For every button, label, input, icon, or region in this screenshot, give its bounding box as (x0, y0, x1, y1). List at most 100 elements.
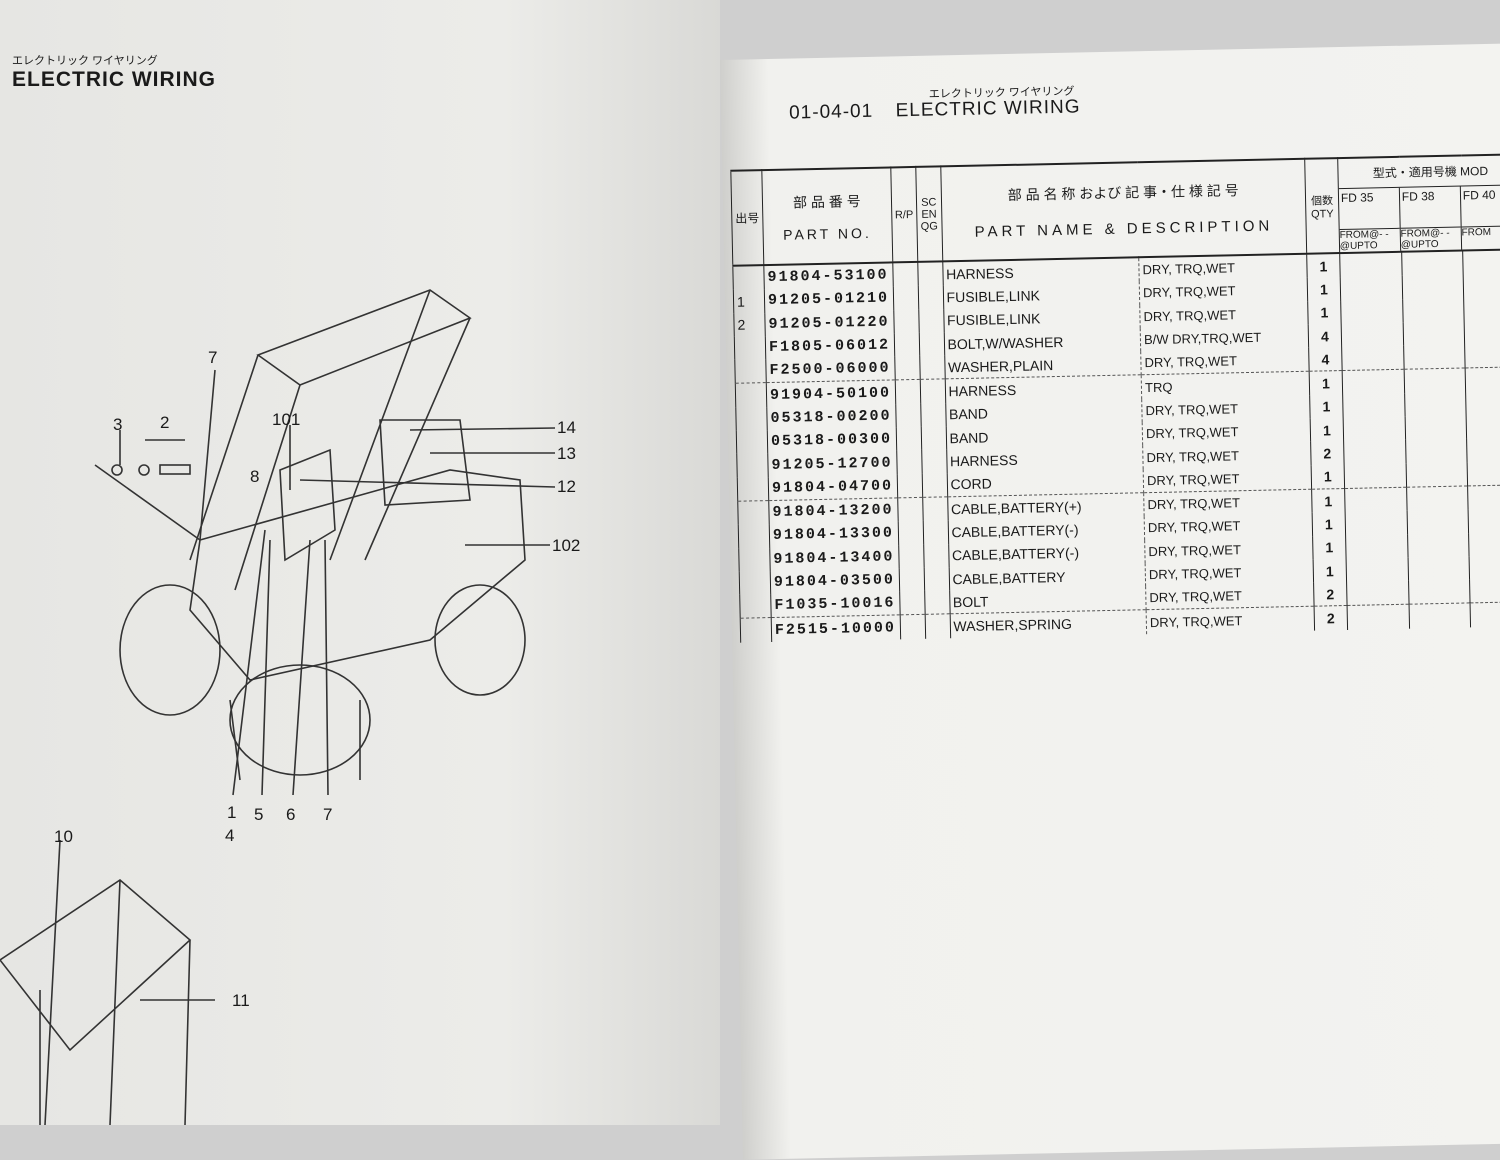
seng-cell (924, 567, 950, 591)
callout-5: 5 (254, 805, 264, 824)
rsc-cell (896, 473, 923, 498)
model-cell (1470, 602, 1500, 628)
quantity: 1 (1312, 512, 1346, 537)
description: DRY, TRQ,WET (1139, 301, 1309, 329)
part-name: WASHER,SPRING (949, 610, 1147, 639)
seng-cell (924, 590, 950, 615)
model-cell (1463, 296, 1500, 322)
rsc-header: R/P (890, 166, 918, 263)
part-number: 91205-01210 (764, 286, 894, 313)
rsc-cell (895, 426, 922, 451)
rsc-cell (898, 544, 925, 569)
model-cell (1344, 510, 1408, 536)
quantity: 4 (1308, 323, 1342, 348)
section-code: 01-04-01 (788, 100, 874, 124)
rsc-cell (899, 614, 926, 640)
callout-6: 6 (286, 805, 296, 824)
model-cell (1403, 344, 1466, 370)
quantity: 1 (1313, 558, 1347, 583)
ref-cell (732, 265, 765, 291)
seng-cell (922, 496, 948, 522)
seng-cell (918, 308, 944, 333)
model-cell (1401, 250, 1464, 277)
part-number: 91804-13400 (769, 544, 899, 571)
quantity: 1 (1307, 300, 1341, 325)
rsc-cell (897, 497, 924, 522)
part-number: 91804-13300 (769, 521, 899, 548)
model-cell (1404, 392, 1467, 417)
model-cell (1463, 273, 1500, 299)
callout-10: 10 (54, 827, 73, 846)
description: DRY, TRQ,WET (1145, 559, 1314, 587)
callout-1: 1 (227, 803, 237, 822)
title-en: ELECTRIC WIRING (12, 68, 216, 91)
description: DRY, TRQ,WET (1139, 278, 1308, 305)
ref-cell (738, 524, 770, 549)
callout-12: 12 (557, 477, 576, 496)
callout-7b: 7 (323, 805, 333, 824)
rsc-cell (892, 261, 919, 287)
ref-cell (736, 453, 769, 478)
model-cell (1403, 368, 1466, 394)
description: DRY, TRQ,WET (1144, 512, 1313, 540)
part-number: 91205-12700 (767, 450, 897, 477)
quantity: 1 (1307, 277, 1341, 302)
part-name-header: 部 品 名 称 および 記 事・仕 様 記 号 PART NAME & DESCR… (940, 158, 1307, 262)
right-page-title: エレクトリック ワイヤリング 01-04-01 ELECTRIC WIRING (788, 86, 1081, 124)
ref-cell (738, 547, 771, 572)
seng-cell (923, 520, 949, 545)
model-cell (1346, 580, 1409, 606)
ref-cell (734, 336, 766, 360)
title-jp: エレクトリック ワイヤリング (12, 55, 158, 67)
model-cell (1344, 487, 1407, 513)
part-name-jp: 部 品 名 称 および 記 事・仕 様 記 号 (1007, 182, 1239, 204)
model-cell (1464, 343, 1500, 369)
description: DRY, TRQ,WET (1141, 395, 1311, 423)
ref-cell (734, 359, 767, 384)
model-cell (1462, 249, 1500, 275)
forklift-wiring-diagram (0, 289, 556, 1125)
quantity: 1 (1309, 371, 1343, 396)
callout-102: 102 (552, 536, 581, 555)
part-number: 05318-00300 (767, 427, 897, 454)
model-cell (1468, 508, 1500, 533)
part-number: 91804-53100 (763, 262, 893, 290)
model-cell (1469, 554, 1500, 580)
model-cell (1401, 274, 1464, 300)
model-cell (1466, 414, 1500, 439)
rsc-cell (896, 450, 923, 475)
part-number: 91804-13200 (768, 497, 898, 525)
quantity: 1 (1306, 253, 1341, 279)
model-cell (1343, 440, 1406, 465)
callout-7: 7 (208, 348, 218, 367)
model-cell (1345, 534, 1408, 559)
seng-cell (923, 543, 949, 568)
rsc-cell (897, 521, 924, 545)
seng-header: SC EN QG (915, 166, 943, 262)
quantity: 1 (1312, 535, 1346, 560)
ref-cell (737, 500, 770, 525)
model-cell (1342, 416, 1406, 442)
seng-cell (917, 261, 943, 287)
ref-cell (736, 430, 768, 455)
model-cell (1465, 367, 1500, 393)
left-page-title: エレクトリック ワイヤリング ELECTRIC WIRING (12, 52, 216, 92)
model-cell (1466, 437, 1500, 463)
quantity: 1 (1309, 394, 1343, 419)
part-name-en: PART NAME & DESCRIPTION (974, 217, 1274, 241)
model-cell (1402, 321, 1465, 346)
description: DRY, TRQ,WET (1142, 418, 1311, 446)
model-cell (1402, 298, 1465, 323)
description: DRY, TRQ,WET (1145, 582, 1315, 611)
part-no-jp: 部 品 番 号 (792, 192, 861, 211)
ref-cell (739, 594, 772, 619)
rsc-cell (894, 379, 921, 405)
ref-header: 出号 (730, 170, 764, 266)
model-cell (1408, 579, 1471, 605)
model-cell (1465, 390, 1500, 416)
